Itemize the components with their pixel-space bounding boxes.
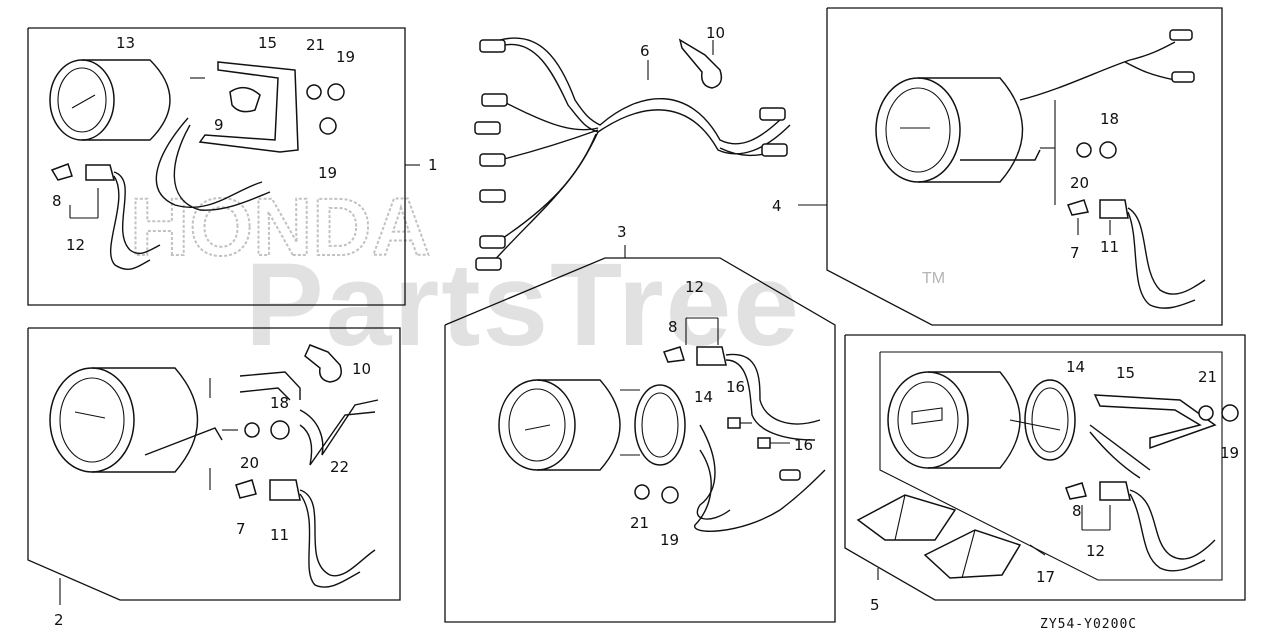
group-4-frame [798,7,1223,326]
socket-12 [85,164,115,181]
callout-18: 18 [1100,110,1119,128]
callout-8: 8 [668,318,678,336]
group-3-parts [498,317,826,532]
meter-4 [875,77,961,183]
nut-19 [1221,404,1239,422]
washer-21 [306,84,322,100]
callout-7: 7 [236,520,246,538]
callout-10: 10 [352,360,371,378]
socket-12 [696,346,727,366]
callout-12: 12 [66,236,85,254]
callout-12: 12 [685,278,704,296]
nut-18 [270,420,290,440]
callout-16: 16 [726,378,745,396]
meter-5 [887,371,969,469]
callout-11: 11 [270,526,289,544]
group-5-parts [856,371,1239,579]
harness-callouts: 6 10 3 [617,24,725,241]
callout-19: 19 [1220,444,1239,462]
meter-13 [49,59,115,141]
callout-15: 15 [258,34,277,52]
callout-20: 20 [1070,174,1089,192]
socket-11 [1099,199,1129,219]
group-1-parts [49,59,345,270]
callout-5: 5 [870,596,880,614]
callout-10: 10 [706,24,725,42]
manual-17b [923,529,1022,579]
socket-12 [1099,481,1131,501]
washer-21 [634,484,650,500]
callout-16b: 16 [794,436,813,454]
bulb-7 [235,479,257,499]
callout-3: 3 [617,223,627,241]
clamp-9 [229,86,261,113]
bulb-7 [1067,199,1089,216]
callout-1: 1 [428,156,438,174]
callout-11: 11 [1100,238,1119,256]
group-2-callouts: 10 18 20 22 7 11 2 [54,360,371,629]
meter-3 [498,379,576,471]
screw-16 [727,417,741,429]
ring-14 [1024,379,1076,461]
watermark: HONDA PartsTree TM [129,181,945,371]
callout-7: 7 [1070,244,1080,262]
manual-17 [856,494,957,541]
screw-16b [757,437,771,449]
callout-19: 19 [660,531,679,549]
nut-18 [1099,141,1117,159]
callout-20: 20 [240,454,259,472]
washer-20 [244,422,260,438]
washer-20 [1076,142,1092,158]
callout-2: 2 [54,611,64,629]
ring-14 [634,384,686,466]
nut-19b [319,117,337,135]
callout-21: 21 [630,514,649,532]
diagram-code: ZY54-Y0200C [1040,617,1137,632]
callout-14: 14 [1066,358,1085,376]
washer-21 [1198,405,1214,421]
meter-2 [49,367,135,473]
group-3-frame [444,245,836,623]
group-4-callouts: 4 18 20 7 11 [772,110,1119,262]
callout-18: 18 [270,394,289,412]
callout-12: 12 [1086,542,1105,560]
socket-11 [269,479,301,501]
bracket-15 [198,61,299,153]
callout-6: 6 [640,42,650,60]
group-4-parts [875,29,1206,309]
callout-9: 9 [214,116,224,134]
nut-19 [661,486,679,504]
callout-17: 17 [1036,568,1055,586]
callout-19: 19 [336,48,355,66]
callout-19b: 19 [318,164,337,182]
callout-4: 4 [772,197,782,215]
callout-13: 13 [116,34,135,52]
callout-21: 21 [306,36,325,54]
harness-parts [474,37,791,271]
callout-21: 21 [1198,368,1217,386]
bracket-15 [1093,394,1217,450]
bulb-8 [50,163,73,181]
cable-tie-10 [304,344,342,383]
bulb-8 [663,346,685,363]
callout-8: 8 [52,192,62,210]
group-3-callouts: 12 8 14 16 16 21 19 [630,278,813,549]
callout-15: 15 [1116,364,1135,382]
bulb-8 [1065,482,1087,500]
callout-22: 22 [330,458,349,476]
group-2-frame [27,327,401,605]
group-1-callouts: 13 15 21 19 9 19 1 8 12 [52,34,438,254]
callout-14: 14 [694,388,713,406]
connector [479,39,506,53]
callout-8: 8 [1072,502,1082,520]
group-1-frame [27,27,420,306]
watermark-trademark: TM [922,270,945,287]
group-5-frame [844,334,1246,601]
nut-19 [327,83,345,101]
cable-tie-10 [678,38,723,89]
group-5-callouts: 14 15 21 19 8 12 17 5 [870,358,1239,614]
group-2-parts [49,344,379,588]
